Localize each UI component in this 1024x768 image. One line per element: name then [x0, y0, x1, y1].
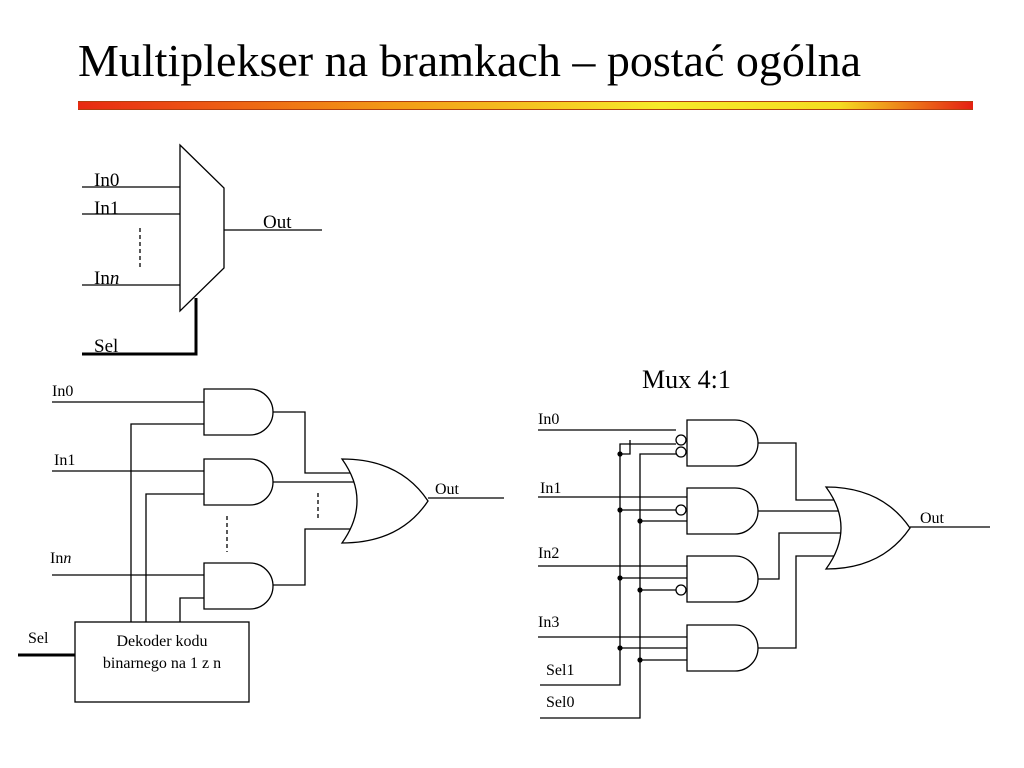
mux41-and-gate-1: [686, 487, 759, 535]
mux41-and-gate-3: [686, 624, 759, 672]
junction-dot: [637, 587, 643, 593]
gm-and-out-n: [273, 528, 352, 586]
mux41-and-out-0: [758, 442, 836, 501]
mux41-sel1-line: [540, 443, 676, 686]
gm-out-label: Out: [435, 481, 460, 498]
gm-and-gate-1: [203, 458, 274, 506]
mux41-and-gate-0: [686, 419, 759, 467]
mux41-inv-bubble-1: [675, 504, 687, 516]
gm-in0-label: In0: [52, 383, 73, 400]
mux41-inv-bubble-0b: [675, 446, 687, 458]
mux-in1-label: In1: [94, 198, 119, 219]
mux41-in1-label: In1: [540, 480, 561, 497]
gm-and-out-0: [273, 411, 353, 474]
mux41-sel0-line: [540, 453, 676, 719]
slide-title: Multiplekser na bramkach – postać ogólna: [78, 35, 862, 86]
mux41-out-label: Out: [920, 510, 945, 527]
gm-or-gate: [340, 458, 429, 544]
gm-and-gate-0: [203, 388, 274, 436]
mux41-sel1-branch: [620, 440, 631, 455]
gm-and-gate-n: [203, 562, 274, 610]
title-underline-bar: [78, 101, 973, 110]
mux41-title: Mux 4:1: [642, 365, 731, 394]
mux-out-label: Out: [263, 212, 292, 233]
mux41-or-gate: [824, 486, 911, 570]
gm-in1-label: In1: [54, 452, 75, 469]
generic-mux: [82, 143, 322, 356]
junction-dot: [637, 518, 643, 524]
gate-mux: [18, 388, 504, 703]
mux41-inv-bubble-0a: [675, 434, 687, 446]
mux-sel-bus: [82, 298, 198, 356]
gm-dec-wire-0: [130, 423, 204, 622]
mux41-inv-bubble-2: [675, 584, 687, 596]
gm-dec-wire-1: [145, 493, 204, 622]
mux41-and-out-2: [758, 532, 845, 580]
junction-dot: [617, 645, 623, 651]
mux41: [538, 419, 990, 719]
mux-inn-label: Inn: [94, 268, 119, 289]
mux41-in3-label: In3: [538, 614, 559, 631]
gm-decoder-line2: binarnego na 1 z n: [103, 655, 221, 672]
gm-sel-label: Sel: [28, 630, 49, 647]
junction-dot: [637, 657, 643, 663]
mux41-and-gate-2: [686, 555, 759, 603]
mux41-sel1-label: Sel1: [546, 662, 574, 679]
mux41-sel0-label: Sel0: [546, 694, 574, 711]
mux41-in0-label: In0: [538, 411, 559, 428]
gm-dec-wire-n: [179, 597, 204, 622]
mux-in0-label: In0: [94, 170, 119, 191]
mux-trapezoid: [179, 143, 225, 313]
mux-sel-label: Sel: [94, 336, 118, 357]
mux41-junction-dots: [617, 451, 643, 663]
junction-dot: [617, 575, 623, 581]
junction-dot: [617, 507, 623, 513]
mux41-in2-label: In2: [538, 545, 559, 562]
gm-decoder-line1: Dekoder kodu: [116, 633, 207, 650]
gm-decoder-box: [74, 621, 250, 703]
gm-inn-label: Inn: [50, 550, 71, 567]
junction-dot: [617, 451, 623, 457]
mux41-and-out-3: [758, 555, 838, 649]
